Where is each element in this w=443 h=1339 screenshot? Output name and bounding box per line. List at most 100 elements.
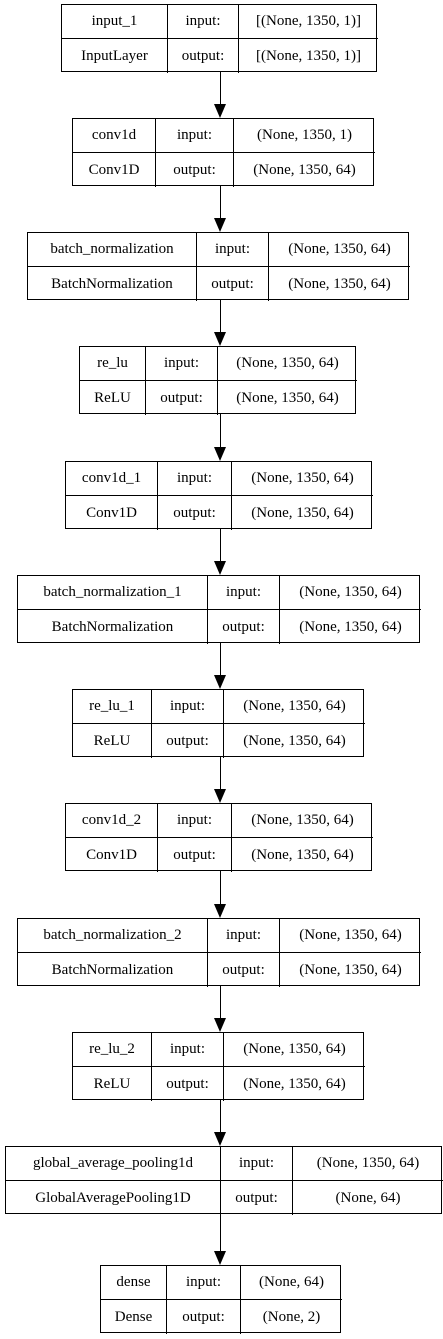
output-label: output: — [167, 1300, 241, 1334]
output-label: output: — [168, 39, 239, 73]
output-label: output: — [158, 838, 232, 872]
layer-name: dense — [101, 1266, 167, 1300]
input-shape: (None, 1350, 64) — [269, 233, 410, 267]
arrowhead-icon — [214, 561, 226, 575]
input-label: input: — [152, 690, 224, 724]
layer-type: GlobalAveragePooling1D — [6, 1181, 221, 1215]
arrowhead-icon — [214, 332, 226, 346]
edge-line — [220, 300, 221, 332]
input-shape: (None, 1350, 64) — [218, 347, 357, 381]
edge-line — [220, 757, 221, 789]
input-shape: (None, 1350, 64) — [293, 1147, 443, 1181]
arrowhead-icon — [214, 218, 226, 232]
input-label: input: — [167, 1266, 241, 1300]
input-shape: [(None, 1350, 1)] — [239, 5, 378, 39]
output-shape: [(None, 1350, 1)] — [256, 47, 361, 64]
input-shape: (None, 1350, 1) — [234, 119, 375, 153]
output-label: output: — [152, 724, 224, 758]
input-label: input: — [158, 804, 232, 838]
input-label: input: — [221, 1147, 293, 1181]
layer-type: ReLU — [80, 381, 146, 415]
layer-type: ReLU — [73, 1067, 152, 1101]
layer-type: Dense — [101, 1300, 167, 1334]
edge-line — [220, 186, 221, 218]
layer-type: BatchNormalization — [18, 953, 208, 987]
output-label: output: — [197, 267, 269, 301]
output-shape: (None, 2) — [262, 1308, 321, 1325]
layer-type: BatchNormalization — [28, 267, 197, 301]
input-label: input: — [208, 919, 280, 953]
layer-name: re_lu_1 — [73, 690, 152, 724]
output-label: output: — [208, 610, 280, 644]
layer-name: re_lu — [80, 347, 146, 381]
output-shape: (None, 1350, 64) — [251, 504, 354, 521]
output-shape: (None, 1350, 64) — [299, 961, 402, 978]
layer-name: batch_normalization — [28, 233, 197, 267]
layer-type: InputLayer — [62, 39, 168, 73]
layer-type: BatchNormalization — [18, 610, 208, 644]
edge-line — [220, 986, 221, 1018]
input-shape: (None, 1350, 64) — [280, 919, 421, 953]
input-shape: (None, 1350, 64) — [280, 576, 421, 610]
output-shape: (None, 1350, 64) — [243, 732, 346, 749]
layer-name: batch_normalization_1 — [18, 576, 208, 610]
arrowhead-icon — [214, 1251, 226, 1265]
output-shape: (None, 1350, 64) — [251, 846, 354, 863]
input-shape: (None, 1350, 64) — [224, 690, 365, 724]
layer-type: Conv1D — [73, 153, 156, 187]
input-shape: (None, 1350, 64) — [232, 804, 373, 838]
output-shape: (None, 1350, 64) — [288, 275, 391, 292]
layer-name: conv1d_1 — [66, 462, 158, 496]
input-label: input: — [197, 233, 269, 267]
layer-type: ReLU — [73, 724, 152, 758]
input-shape: (None, 1350, 64) — [224, 1033, 365, 1067]
edge-line — [220, 529, 221, 561]
input-shape: (None, 1350, 64) — [232, 462, 373, 496]
arrowhead-icon — [214, 1018, 226, 1032]
arrowhead-icon — [214, 904, 226, 918]
input-label: input: — [208, 576, 280, 610]
input-shape: (None, 64) — [241, 1266, 342, 1300]
edge-line — [220, 1214, 221, 1251]
layer-name: conv1d — [73, 119, 156, 153]
edge-line — [220, 414, 221, 447]
output-label: output: — [146, 381, 218, 415]
output-shape: (None, 1350, 64) — [299, 618, 402, 635]
output-shape: (None, 1350, 64) — [253, 161, 356, 178]
arrowhead-icon — [214, 104, 226, 118]
edge-line — [220, 1100, 221, 1132]
edge-line — [220, 643, 221, 675]
layer-name: global_average_pooling1d — [6, 1147, 221, 1181]
output-shape: (None, 64) — [335, 1189, 401, 1206]
arrowhead-icon — [214, 675, 226, 689]
arrowhead-icon — [214, 1132, 226, 1146]
input-label: input: — [152, 1033, 224, 1067]
output-shape: (None, 1350, 64) — [236, 389, 339, 406]
edge-line — [220, 871, 221, 904]
input-label: input: — [146, 347, 218, 381]
layer-type: Conv1D — [66, 496, 158, 530]
arrowhead-icon — [214, 789, 226, 803]
layer-name: re_lu_2 — [73, 1033, 152, 1067]
input-label: input: — [156, 119, 234, 153]
layer-name: conv1d_2 — [66, 804, 158, 838]
input-label: input: — [158, 462, 232, 496]
layer-type: Conv1D — [66, 838, 158, 872]
output-label: output: — [208, 953, 280, 987]
output-shape: (None, 1350, 64) — [243, 1075, 346, 1092]
layer-name: input_1 — [62, 5, 168, 39]
output-label: output: — [158, 496, 232, 530]
output-label: output: — [221, 1181, 293, 1215]
